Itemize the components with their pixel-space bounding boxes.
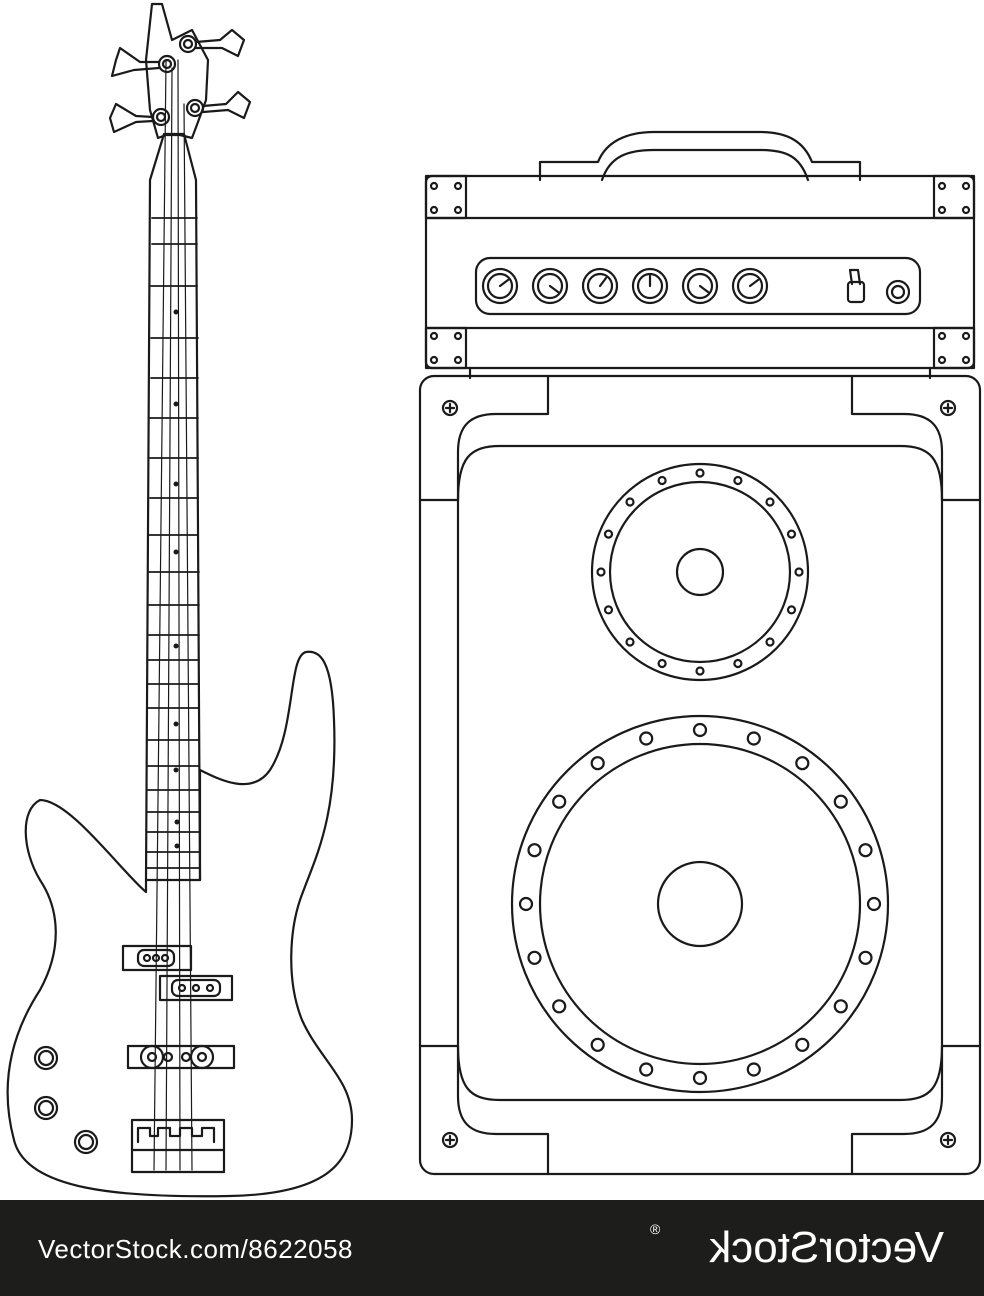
speaker-bolt xyxy=(746,1062,761,1077)
speaker-bolt xyxy=(692,722,708,738)
speaker-bolt xyxy=(858,950,873,965)
speaker-bolt xyxy=(527,950,542,965)
speaker-bolt xyxy=(518,896,534,912)
svg-text:®: ® xyxy=(650,1221,661,1237)
speaker-bolt xyxy=(596,567,606,577)
speaker-bolt xyxy=(657,475,667,486)
neck xyxy=(144,132,202,882)
headstock xyxy=(144,2,210,140)
cabinet-box xyxy=(418,374,982,1176)
large-speaker-icon xyxy=(510,714,890,1094)
small-speaker-icon xyxy=(590,462,810,682)
amp-control-panel xyxy=(474,256,922,316)
speaker-bolt xyxy=(795,1037,810,1052)
speaker-cabinet-icon xyxy=(418,374,982,1176)
speaker-bolt xyxy=(625,637,635,647)
speaker-bolt xyxy=(795,756,810,771)
amp-toggle-switch xyxy=(846,268,866,304)
speaker-bolt xyxy=(603,605,614,615)
speaker-bolt xyxy=(858,843,873,858)
speaker-bolt xyxy=(603,529,614,539)
speaker-bolt xyxy=(786,605,797,615)
amp-input-jack xyxy=(885,279,911,305)
amp-head-box xyxy=(424,174,976,370)
pickups xyxy=(121,944,236,1070)
cabinet-grille xyxy=(456,444,944,1102)
speaker-bolt xyxy=(733,658,743,669)
speaker-bolt xyxy=(746,731,761,746)
bridge xyxy=(130,1118,226,1174)
guitar-body xyxy=(6,650,354,1198)
speaker-bolt xyxy=(590,756,605,771)
amp-corners xyxy=(424,174,976,370)
bass-guitar-icon xyxy=(6,2,354,1198)
watermark-url: VectorStock.com/8622058 xyxy=(38,1234,354,1264)
cabinet-corners xyxy=(418,374,982,1176)
speaker-bolt xyxy=(657,658,667,669)
speaker-bolt xyxy=(625,497,635,507)
speaker-bolt xyxy=(794,567,804,577)
line-art-illustration xyxy=(6,2,982,1198)
fret-markers xyxy=(173,309,180,849)
watermark-footer: VectorStock.com/8622058 VectorStock ® xyxy=(0,1200,984,1296)
svg-text:VectorStock: VectorStock xyxy=(708,1223,944,1272)
amp-handle xyxy=(538,130,862,182)
speaker-bolt xyxy=(692,1070,708,1086)
speaker-bolt xyxy=(590,1037,605,1052)
speaker-bolt xyxy=(833,999,848,1014)
speaker-bolt xyxy=(639,1062,654,1077)
strings xyxy=(153,59,193,1171)
speaker-bolt xyxy=(733,475,743,486)
speaker-bolt xyxy=(552,999,567,1014)
amp-knobs xyxy=(481,267,769,305)
speaker-bolt xyxy=(765,637,775,647)
speaker-bolt xyxy=(552,794,567,809)
speaker-bolt xyxy=(695,666,705,676)
vectorstock-logo: VectorStock ® xyxy=(650,1221,944,1272)
speaker-bolt xyxy=(695,468,705,478)
control-knobs xyxy=(33,1045,99,1155)
speaker-bolt xyxy=(639,731,654,746)
speaker-bolt xyxy=(786,529,797,539)
speaker-bolt xyxy=(765,497,775,507)
speaker-bolt xyxy=(866,896,882,912)
amplifier-head-icon xyxy=(424,130,976,380)
frets xyxy=(146,217,201,869)
speaker-bolt xyxy=(833,794,848,809)
speaker-bolt xyxy=(527,843,542,858)
tuner-pegs xyxy=(108,28,252,134)
